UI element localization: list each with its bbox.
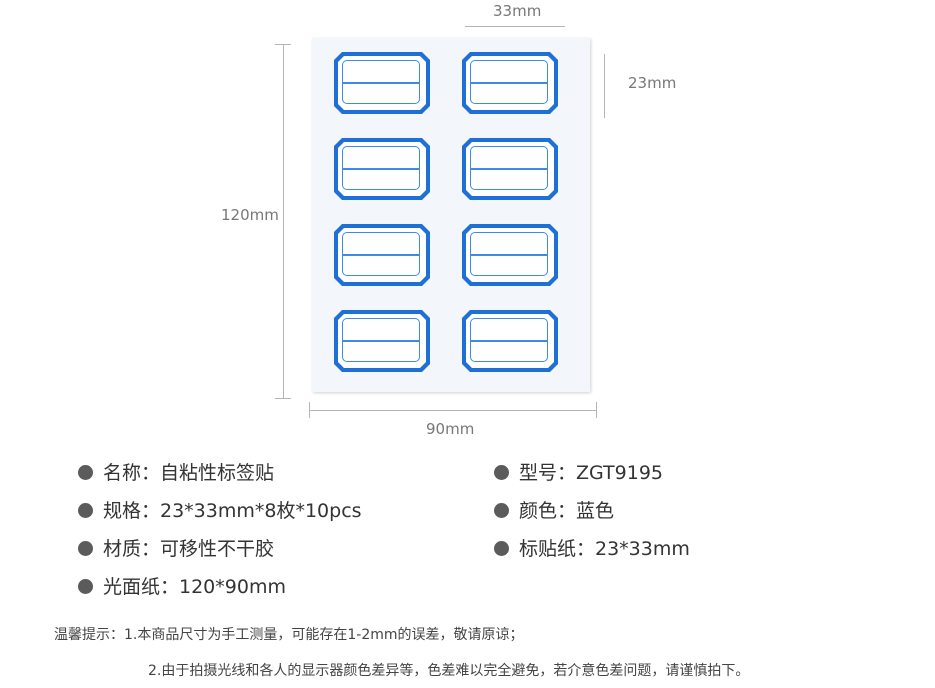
- sheet-width-label: 90mm: [426, 420, 475, 438]
- tip-line-1: 温馨提示：1.本商品尺寸为手工测量，可能存在1-2mm的误差，敬请原谅；: [54, 627, 524, 643]
- tip-line-2: 2.由于拍摄光线和各人的显示器颜色差异等，色差难以完全避免，若介意色差问题，请谨…: [148, 663, 750, 679]
- top-width-label: 33mm: [493, 2, 542, 20]
- bullet-icon: [494, 541, 509, 556]
- sheet-width-tick-left: [309, 402, 310, 418]
- sticker-label: [462, 310, 558, 372]
- label-height-label: 23mm: [628, 74, 677, 92]
- sheet-height-line: [283, 44, 284, 398]
- sticker-label: [462, 52, 558, 114]
- spec-gloss-paper: 光面纸：120*90mm: [78, 572, 286, 599]
- spec-size: 规格：23*33mm*8枚*10pcs: [78, 496, 362, 523]
- bullet-icon: [78, 465, 93, 480]
- bullet-icon: [78, 503, 93, 518]
- sticker-label: [462, 138, 558, 200]
- bullet-icon: [494, 503, 509, 518]
- sticker-label: [334, 224, 430, 286]
- sheet-width-line: [309, 410, 597, 411]
- spec-name: 名称：自粘性标签贴: [78, 458, 274, 485]
- sheet-height-tick-top: [275, 44, 291, 45]
- bullet-icon: [78, 541, 93, 556]
- sheet-height-label: 120mm: [221, 206, 279, 224]
- sticker-sheet: [312, 38, 590, 392]
- spec-color: 颜色：蓝色: [494, 496, 614, 523]
- sticker-label: [462, 224, 558, 286]
- spec-label-paper: 标贴纸：23*33mm: [494, 534, 690, 561]
- top-width-line: [465, 26, 565, 27]
- sheet-height-tick-bottom: [275, 398, 291, 399]
- sheet-width-tick-right: [596, 402, 597, 418]
- bullet-icon: [494, 465, 509, 480]
- bullet-icon: [78, 579, 93, 594]
- sticker-label: [334, 138, 430, 200]
- sticker-label: [334, 310, 430, 372]
- sticker-label: [334, 52, 430, 114]
- spec-material: 材质：可移性不干胶: [78, 534, 274, 561]
- label-height-line: [604, 54, 605, 118]
- spec-model: 型号：ZGT9195: [494, 458, 663, 485]
